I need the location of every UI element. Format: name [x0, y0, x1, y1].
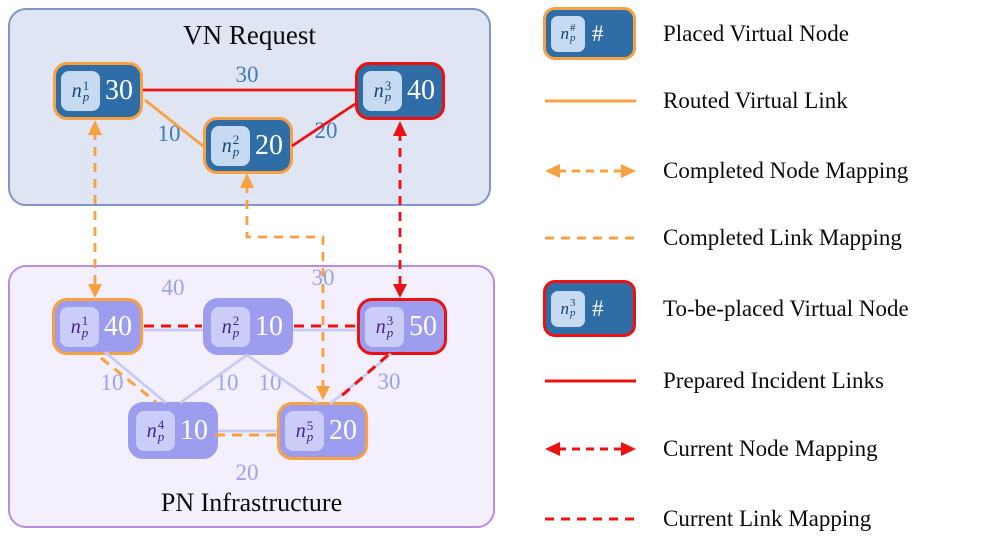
- pn-link-label-1-2: 40: [161, 275, 185, 300]
- legend-row-completed-node-mapping: Completed Node Mapping: [543, 158, 908, 184]
- legend-label: Prepared Incident Links: [663, 368, 884, 393]
- vn-link-label-2-3: 20: [314, 118, 338, 143]
- vn-node-3-capacity: 40: [407, 75, 435, 106]
- legend-label: Placed Virtual Node: [663, 20, 849, 46]
- legend-swatch-red-dashed: [543, 507, 638, 531]
- red-solid-line-icon: [545, 379, 636, 383]
- legend-label: Completed Link Mapping: [663, 225, 902, 250]
- pn-node-1-capacity: 40: [104, 310, 132, 342]
- orange-solid-line-icon: [545, 99, 636, 103]
- pn-link-label-2-4: 10: [215, 370, 239, 395]
- pn-link-label-4-5: 20: [235, 460, 259, 485]
- legend-swatch-orange-dashed-arrows: [543, 159, 638, 183]
- legend-swatch-red-dashed-arrows: [543, 437, 638, 461]
- orange-dashed-line-icon: [545, 236, 636, 240]
- legend-label: Completed Node Mapping: [663, 158, 909, 183]
- pn-node-4-capacity: 10: [180, 414, 208, 446]
- legend-label: Routed Virtual Link: [663, 88, 848, 113]
- vn-node-2-capacity: 20: [255, 129, 283, 161]
- pn-link-label-1-4: 10: [100, 370, 124, 395]
- vn-node-1-capacity: 30: [105, 75, 133, 106]
- orange-dashed-double-arrow-icon: [545, 164, 636, 178]
- pn-link-label-2-5: 10: [258, 370, 282, 395]
- legend-node-chip: n#p: [551, 15, 585, 52]
- legend-row-placed-node: n#p # Placed Virtual Node: [543, 7, 849, 60]
- legend-label: To-be-placed Virtual Node: [663, 295, 909, 321]
- legend-swatch-red-solid: [543, 369, 638, 393]
- red-dashed-double-arrow-icon: [545, 442, 636, 456]
- legend-row-current-node-mapping: Current Node Mapping: [543, 436, 878, 462]
- legend-row-current-link-mapping: Current Link Mapping: [543, 506, 871, 532]
- red-dashed-line-icon: [545, 517, 636, 521]
- vn-link-label-1-3: 30: [235, 62, 259, 87]
- legend-row-completed-link-mapping: Completed Link Mapping: [543, 225, 902, 251]
- legend-row-prepared-links: Prepared Incident Links: [543, 368, 884, 394]
- placed-virtual-node-swatch: n#p #: [543, 7, 636, 60]
- vn-link-label-1-2: 10: [157, 121, 181, 146]
- pn-link-label-3-5: 30: [377, 369, 401, 394]
- pn-node-5-capacity: 20: [329, 415, 357, 446]
- pn-node-3-capacity: 50: [409, 310, 437, 342]
- legend-label: Current Link Mapping: [663, 506, 872, 531]
- legend-label: Current Node Mapping: [663, 436, 878, 461]
- pn-panel-title: PN Infrastructure: [160, 488, 343, 517]
- pn-link-label-2-3: 30: [311, 265, 335, 290]
- legend-row-routed-link: Routed Virtual Link: [543, 88, 848, 114]
- legend-swatch-placed-node: n#p #: [543, 7, 638, 60]
- pn-node-2-capacity: 10: [255, 310, 283, 342]
- vn-panel-title: VN Request: [183, 20, 316, 50]
- legend-swatch-orange-solid: [543, 89, 638, 113]
- legend-swatch-orange-dashed: [543, 226, 638, 250]
